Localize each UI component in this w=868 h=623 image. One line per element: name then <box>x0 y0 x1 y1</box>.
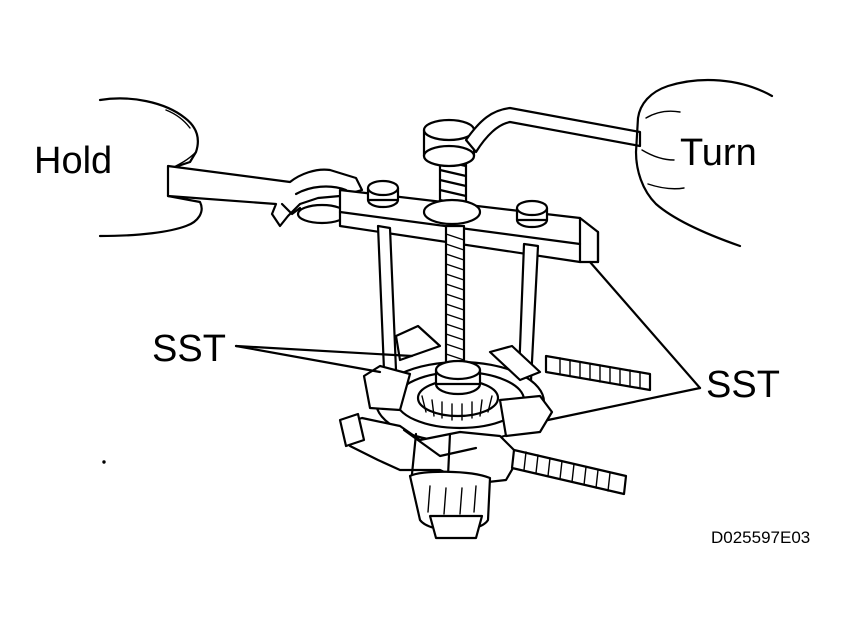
side-bolt-lower <box>510 448 628 496</box>
turn-label: Turn <box>680 132 757 174</box>
hold-label: Hold <box>34 140 113 182</box>
sst-label-right: SST <box>706 364 780 406</box>
split-plate <box>340 324 554 486</box>
side-bolt-upper <box>544 354 652 392</box>
wrench-illustration <box>166 164 364 228</box>
center-screw <box>422 118 482 378</box>
side-bolt-left-head <box>338 412 366 448</box>
sst-label-left: SST <box>152 328 226 370</box>
bar-bolt-right <box>515 199 549 229</box>
figure-code: D025597E03 <box>711 528 811 547</box>
speck <box>102 460 106 464</box>
left-hand-illustration <box>98 97 203 238</box>
bar-bolt-left <box>366 179 400 209</box>
right-hand-illustration <box>634 78 774 248</box>
leader-lines <box>234 260 702 422</box>
differential-case <box>408 470 492 540</box>
t-handle <box>464 106 642 154</box>
